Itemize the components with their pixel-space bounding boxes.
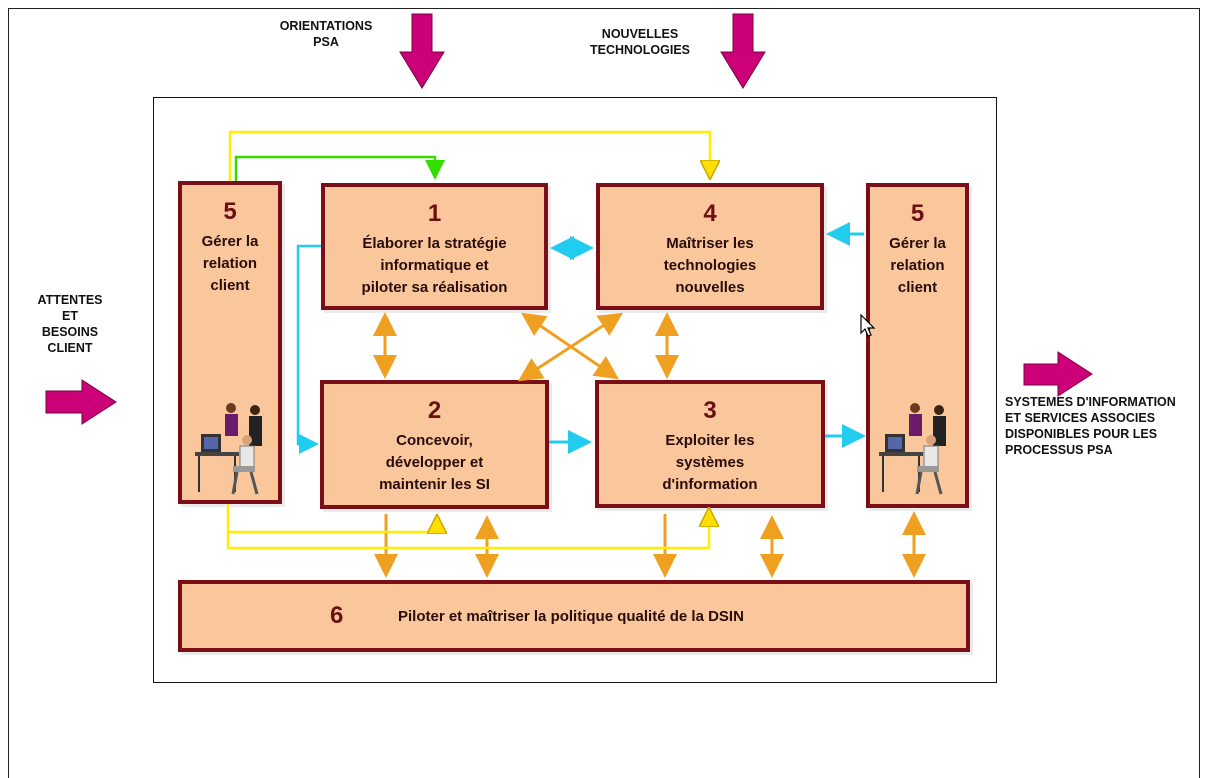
process-box-2: 2 Concevoir, développer et maintenir les… — [320, 380, 549, 509]
process-box-5-left: 5 Gérer la relation client — [178, 181, 282, 504]
big-arrow-down-orientations — [399, 13, 445, 89]
box-label: Gérer la relation client — [889, 235, 946, 296]
yellow-connector-bottom — [226, 504, 709, 550]
process-box-1: 1 Élaborer la stratégie informatique et … — [321, 183, 548, 310]
box-number: 2 — [427, 397, 442, 424]
box-label: Exploiter les systèmes d'information — [662, 432, 758, 493]
big-arrow-right-attentes — [45, 379, 117, 425]
box-label: Concevoir, développer et maintenir les S… — [379, 432, 490, 493]
box-label: Maîtriser les technologies nouvelles — [663, 235, 757, 296]
box-number: 3 — [703, 397, 717, 424]
people-at-computer-icon — [195, 403, 262, 495]
orange-arrow-4-2 — [517, 312, 624, 382]
box-label: Gérer la relation client — [201, 233, 259, 294]
box-number: 6 — [330, 602, 344, 629]
label-nouvelles-technologies: NOUVELLES TECHNOLOGIES — [589, 27, 690, 57]
people-at-computer-icon — [879, 403, 946, 495]
big-arrow-right-systemes — [1023, 351, 1093, 397]
box-number: 4 — [703, 200, 717, 227]
process-box-3: 3 Exploiter les systèmes d'information — [595, 380, 825, 508]
box-number: 5 — [223, 198, 237, 225]
box-number: 1 — [427, 200, 442, 227]
cyan-connector-1-to-2 — [296, 244, 321, 454]
big-arrow-down-technologies — [720, 13, 766, 89]
label-attentes-besoins-client: ATTENTES ET BESOINS CLIENT — [37, 293, 103, 355]
process-box-6: 6 Piloter et maîtriser la politique qual… — [178, 580, 970, 652]
green-connector — [234, 155, 445, 181]
box-number: 5 — [910, 200, 925, 227]
box-label: Élaborer la stratégie informatique et pi… — [361, 235, 508, 296]
box-label: Piloter et maîtriser la politique qualit… — [398, 608, 744, 625]
mouse-cursor-icon — [860, 314, 876, 337]
process-box-4: 4 Maîtriser les technologies nouvelles — [596, 183, 824, 310]
page-border — [8, 8, 1200, 778]
yellow-connector-top — [228, 130, 710, 181]
label-systemes-information: SYSTEMES D'INFORMATION ET SERVICES ASSOC… — [1005, 395, 1176, 457]
label-orientations-psa: ORIENTATIONS PSA — [279, 19, 373, 49]
